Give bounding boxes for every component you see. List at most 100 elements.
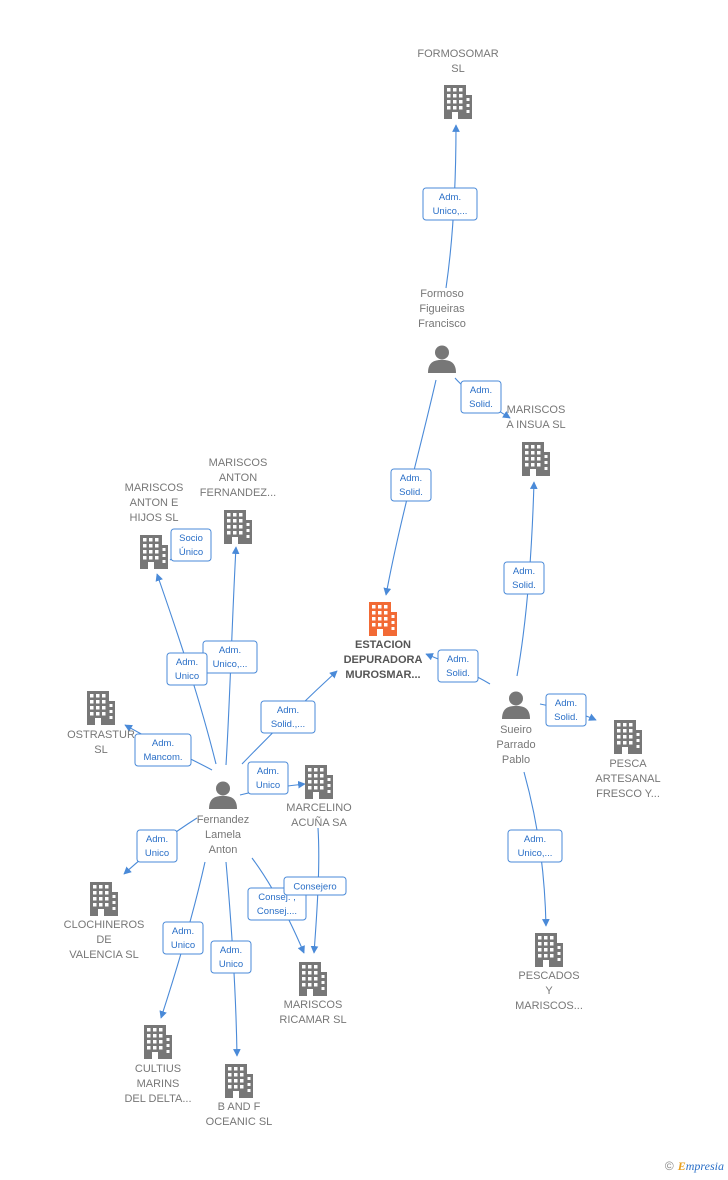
node-pescados[interactable]: PESCADOSYMARISCOS... bbox=[515, 933, 583, 1012]
edge-label-e16[interactable]: Consejero bbox=[283, 876, 347, 896]
edge-label-text: Solid. bbox=[446, 668, 470, 679]
node-label-line: MARINS bbox=[137, 1078, 180, 1090]
edge-label-box bbox=[260, 700, 316, 734]
edge-label-text: Adm. bbox=[447, 654, 469, 665]
node-label-line: ACUÑA SA bbox=[291, 816, 347, 829]
edge-label-text: Unico bbox=[175, 671, 199, 682]
node-label-line: MARISCOS bbox=[125, 482, 184, 494]
edge-label-box bbox=[162, 921, 204, 955]
edge-label-box bbox=[210, 940, 252, 974]
company-building-icon bbox=[144, 1025, 172, 1059]
node-label-line: HIJOS SL bbox=[130, 512, 179, 524]
edge-label-text: Solid. bbox=[512, 580, 536, 591]
edge-label-e3[interactable]: Adm.Solid. bbox=[460, 380, 502, 414]
edge-label-text: Adm. bbox=[220, 945, 242, 956]
company-building-icon bbox=[444, 85, 472, 119]
edge-label-e9[interactable]: Adm. Unico,... bbox=[202, 640, 258, 674]
edge-label-e2[interactable]: Adm.Solid. bbox=[390, 468, 432, 502]
edge-label-text: Unico,... bbox=[213, 659, 248, 670]
company-building-icon bbox=[87, 691, 115, 725]
edge-label-text: Unico bbox=[256, 780, 280, 791]
edge-label-text: Consejero bbox=[293, 882, 336, 893]
edge-label-e14[interactable]: Adm.Unico bbox=[136, 829, 178, 863]
edge-label-e4[interactable]: Adm. Solid. bbox=[503, 561, 545, 595]
node-label-line: PESCA bbox=[609, 758, 647, 770]
node-label-line: DEL DELTA... bbox=[124, 1093, 191, 1105]
brand-logo-initial: E bbox=[677, 1159, 686, 1173]
edge-label-text: Consej. , bbox=[258, 892, 296, 903]
node-label-line: A INSUA SL bbox=[506, 419, 565, 431]
company-building-icon bbox=[140, 535, 168, 569]
main-company-building-icon bbox=[369, 602, 397, 636]
node-label-line: MUROSMAR... bbox=[345, 669, 420, 681]
company-building-icon bbox=[299, 962, 327, 996]
node-label-line: OCEANIC SL bbox=[206, 1116, 273, 1128]
edge-label-e17[interactable]: Adm.Unico bbox=[162, 921, 204, 955]
node-cultius[interactable]: CULTIUS MARINS DEL DELTA... bbox=[124, 1025, 192, 1105]
edge-label-e7[interactable]: Adm.Unico,... bbox=[507, 829, 563, 863]
edge-label-e8[interactable]: Adm.Solid.,... bbox=[260, 700, 316, 734]
edge-label-text: Adm. bbox=[513, 566, 535, 577]
node-label-line: Parrado bbox=[496, 739, 535, 751]
node-label-line: SL bbox=[451, 63, 464, 75]
node-label-line: Francisco bbox=[418, 318, 466, 330]
edge-label-text: Socio bbox=[179, 533, 203, 544]
edge-label-e6[interactable]: Adm.Solid. bbox=[545, 693, 587, 727]
node-label-line: ARTESANAL bbox=[595, 773, 660, 785]
copyright-icon: © bbox=[664, 1159, 674, 1173]
node-label-line: FRESCO Y... bbox=[596, 788, 660, 800]
edge-label-e18[interactable]: Adm.Unico bbox=[210, 940, 252, 974]
node-label-line: PESCADOS bbox=[518, 970, 579, 982]
node-label-line: CULTIUS bbox=[135, 1063, 181, 1075]
person-icon bbox=[502, 691, 530, 719]
edge-label-text: Adm. bbox=[219, 645, 241, 656]
edge-label-box bbox=[166, 652, 208, 686]
edge-label-box bbox=[390, 468, 432, 502]
edge-label-e10[interactable]: Adm.Unico bbox=[166, 652, 208, 686]
company-building-icon bbox=[225, 1064, 253, 1098]
edge-label-text: Solid.,... bbox=[271, 719, 305, 730]
node-mariscos_insua[interactable]: MARISCOS A INSUA SL bbox=[506, 404, 566, 476]
node-label-line: VALENCIA SL bbox=[69, 949, 139, 961]
node-estacion[interactable]: ESTACIONDEPURADORAMUROSMAR... bbox=[344, 602, 423, 681]
edge-label-box bbox=[247, 887, 307, 921]
company-building-icon bbox=[614, 720, 642, 754]
node-label-line: MARISCOS bbox=[507, 404, 566, 416]
node-label-line: OSTRASTUR bbox=[67, 729, 135, 741]
node-label-line: Anton bbox=[209, 844, 238, 856]
edge-label-box bbox=[136, 829, 178, 863]
node-mariscos_ricamar[interactable]: MARISCOS RICAMAR SL bbox=[279, 962, 347, 1026]
edge-label-e12[interactable]: Adm.Mancom. bbox=[134, 733, 192, 767]
node-pesca_artesanal[interactable]: PESCA ARTESANAL FRESCO Y... bbox=[595, 720, 661, 800]
node-label-line: MARISCOS bbox=[284, 999, 343, 1011]
edge-label-box bbox=[422, 187, 478, 221]
edge-label-box bbox=[460, 380, 502, 414]
node-label-line: RICAMAR SL bbox=[279, 1014, 346, 1026]
edge-label-e1[interactable]: Adm.Unico,... bbox=[422, 187, 478, 221]
node-label-line: FORMOSOMAR bbox=[417, 48, 498, 60]
edge-label-text: Adm. bbox=[439, 192, 461, 203]
node-formosomar[interactable]: FORMOSOMAR SL bbox=[417, 48, 499, 119]
node-label-line: Lamela bbox=[205, 829, 242, 841]
node-label-line: MARISCOS... bbox=[515, 1000, 583, 1012]
edge-label-e15[interactable]: Consej. , Consej.... bbox=[247, 887, 307, 921]
company-building-icon bbox=[522, 442, 550, 476]
brand-logo-text: mpresia bbox=[685, 1159, 724, 1173]
node-mariscos_anton_fernandez[interactable]: MARISCOSANTONFERNANDEZ... bbox=[200, 457, 276, 544]
edge-label-text: Mancom. bbox=[143, 752, 182, 763]
edge-label-text: Consej.... bbox=[257, 906, 297, 917]
node-label-line: ANTON bbox=[219, 472, 257, 484]
node-label-line: DEPURADORA bbox=[344, 654, 423, 666]
edge-label-text: Adm. bbox=[257, 766, 279, 777]
edge-label-e5[interactable]: Adm. Solid. bbox=[437, 649, 479, 683]
edge-label-e13[interactable]: Adm. Unico bbox=[247, 761, 289, 795]
